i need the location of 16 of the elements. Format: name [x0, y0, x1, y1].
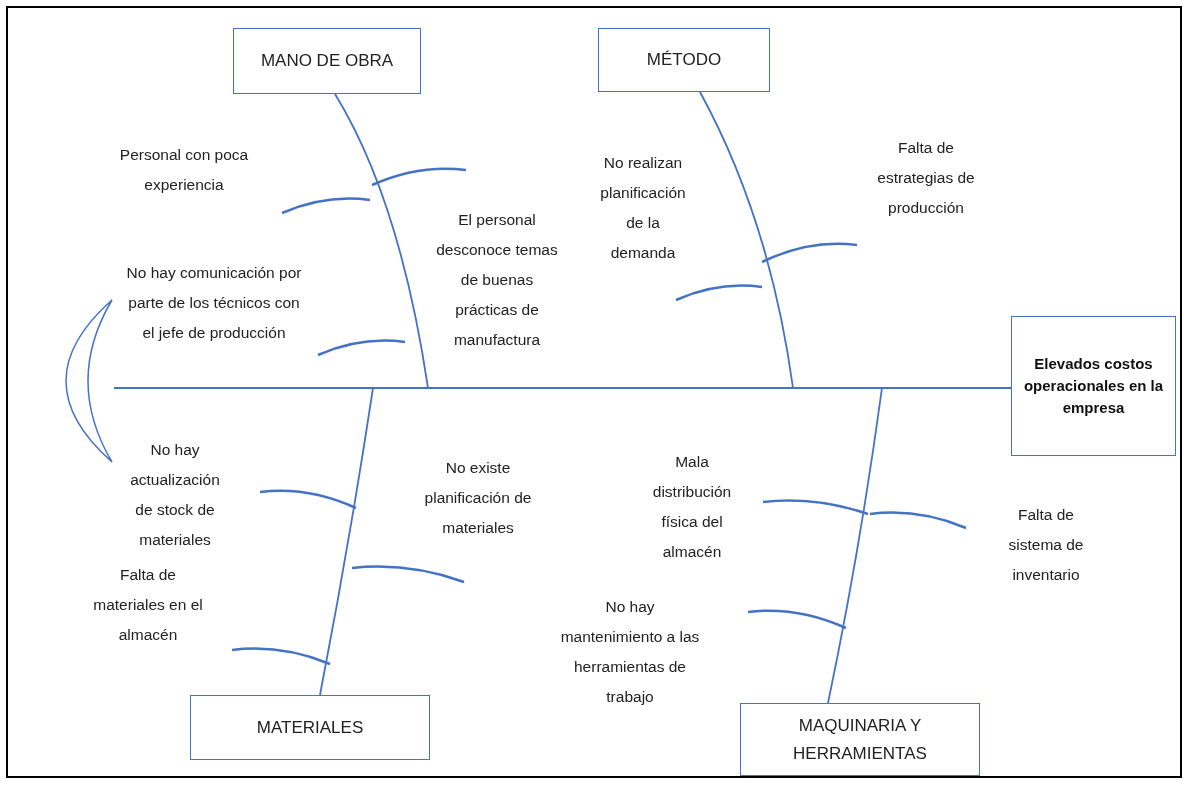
- category-box: MAQUINARIA Y HERRAMIENTAS: [740, 703, 980, 776]
- effect-box: Elevados costos operacionales en la empresa: [1011, 316, 1176, 456]
- cause-text: No hay comunicación por parte de los técnicos con el jefe de producción: [126, 263, 302, 343]
- category-box: MATERIALES: [190, 695, 430, 760]
- cause-text: Falta de materiales en el almacén: [93, 565, 203, 645]
- category-box: MANO DE OBRA: [233, 28, 421, 94]
- cause-text: El personal desconoce temas de buenas prácticas de manufactura: [435, 210, 559, 350]
- category-box: MÉTODO: [598, 28, 770, 92]
- cause-text: No realizan planificación de la demanda: [599, 153, 687, 263]
- cause-text: Personal con poca experiencia: [118, 145, 250, 195]
- cause-text: No hay actualización de stock de materiales: [129, 440, 221, 550]
- cause-text: Mala distribución física del almacén: [651, 452, 733, 562]
- cause-text: No hay mantenimiento a las herramientas de trabajo: [560, 597, 700, 707]
- cause-text: Falta de sistema de inventario: [1007, 505, 1085, 585]
- cause-text: Falta de estrategias de producción: [876, 138, 976, 218]
- cause-text: No existe planificación de materiales: [423, 458, 533, 538]
